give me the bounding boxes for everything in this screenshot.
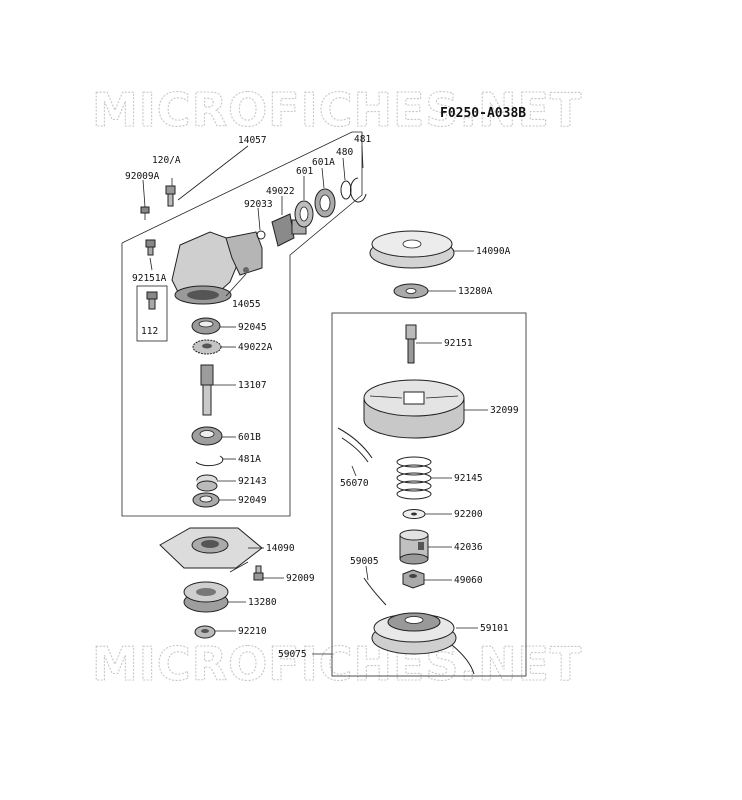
label-480: 480 — [336, 147, 353, 158]
leader-lines — [142, 145, 488, 655]
label-59005: 59005 — [350, 556, 379, 567]
label-92145: 92145 — [454, 473, 483, 484]
nut-92210-icon — [194, 625, 216, 639]
collar-92143-icon — [196, 474, 218, 492]
bolt-120A-icon — [165, 185, 176, 207]
head-body-32099-icon — [363, 379, 465, 439]
gear-case-14055-icon — [171, 231, 263, 305]
label-56070: 56070 — [340, 478, 369, 489]
label-92151A: 92151A — [132, 273, 167, 284]
right-group-outline — [331, 312, 527, 677]
washer-92200-icon — [402, 509, 426, 519]
part-labels: 14057 481 480 601A 601 49022 120/A 92009… — [125, 134, 519, 660]
bearing-601A-icon — [314, 188, 336, 218]
label-92033: 92033 — [244, 199, 273, 210]
line-56070-icon — [337, 427, 373, 463]
label-14055: 14055 — [232, 299, 261, 310]
label-13280A: 13280A — [458, 286, 493, 297]
label-32099: 32099 — [490, 405, 519, 416]
spool-59101-icon — [363, 577, 475, 675]
label-92045: 92045 — [238, 322, 267, 333]
cover-14090A-icon — [369, 230, 455, 269]
label-14090: 14090 — [266, 543, 295, 554]
seal-92049-icon — [192, 492, 220, 508]
label-601B: 601B — [238, 432, 261, 443]
label-92200: 92200 — [454, 509, 483, 520]
bolt-112-icon — [146, 291, 158, 310]
label-59101: 59101 — [480, 623, 509, 634]
label-92210: 92210 — [238, 626, 267, 637]
bolt-92009A-icon — [140, 206, 150, 220]
label-120A: 120/A — [152, 155, 181, 166]
label-92049: 92049 — [238, 495, 267, 506]
label-92009A: 92009A — [125, 171, 160, 182]
label-14090A: 14090A — [476, 246, 511, 257]
label-49060: 49060 — [454, 575, 483, 586]
circlip-481A-icon — [195, 455, 224, 467]
bevel-gear-49022-icon — [271, 213, 307, 247]
label-42036: 42036 — [454, 542, 483, 553]
label-49022: 49022 — [266, 186, 295, 197]
label-13107: 13107 — [238, 380, 267, 391]
label-92151: 92151 — [444, 338, 473, 349]
cup-13280-icon — [183, 581, 229, 613]
label-13280: 13280 — [248, 597, 277, 608]
nut-49060-icon — [402, 569, 425, 589]
label-481A: 481A — [238, 454, 261, 465]
label-49022A: 49022A — [238, 342, 273, 353]
watermark-bottom: MICROFICHES.NET — [92, 637, 582, 691]
circlip-481-icon — [349, 177, 367, 203]
bearing-92045-icon — [191, 317, 221, 335]
ring-92033-icon — [256, 230, 266, 240]
bearing-601-icon — [294, 200, 314, 228]
label-481: 481 — [354, 134, 371, 145]
bolt-92151A-icon — [145, 239, 156, 256]
ring-480-icon — [340, 180, 352, 200]
bolt-92151-icon — [405, 324, 417, 364]
gear-49022A-icon — [192, 339, 222, 355]
bearing-601B-icon — [191, 426, 223, 446]
label-112: 112 — [141, 326, 158, 337]
label-14057: 14057 — [238, 135, 267, 146]
label-92143: 92143 — [238, 476, 267, 487]
diagram-code: F0250-A038B — [440, 106, 526, 121]
label-92009: 92009 — [286, 573, 315, 584]
washer-13280A-icon — [393, 283, 429, 299]
shaft-13107-icon — [200, 364, 214, 416]
label-601A: 601A — [312, 157, 335, 168]
left-group-outline — [121, 131, 363, 517]
watermark-top: MICROFICHES.NET — [92, 83, 582, 137]
spring-92145-icon — [396, 456, 432, 500]
bolt-92009-icon — [253, 565, 264, 581]
label-59075: 59075 — [278, 649, 307, 660]
knob-42036-icon — [399, 529, 429, 565]
bolt-112-box — [136, 285, 168, 342]
guard-plate-14090-icon — [159, 527, 263, 569]
label-601: 601 — [296, 166, 313, 177]
